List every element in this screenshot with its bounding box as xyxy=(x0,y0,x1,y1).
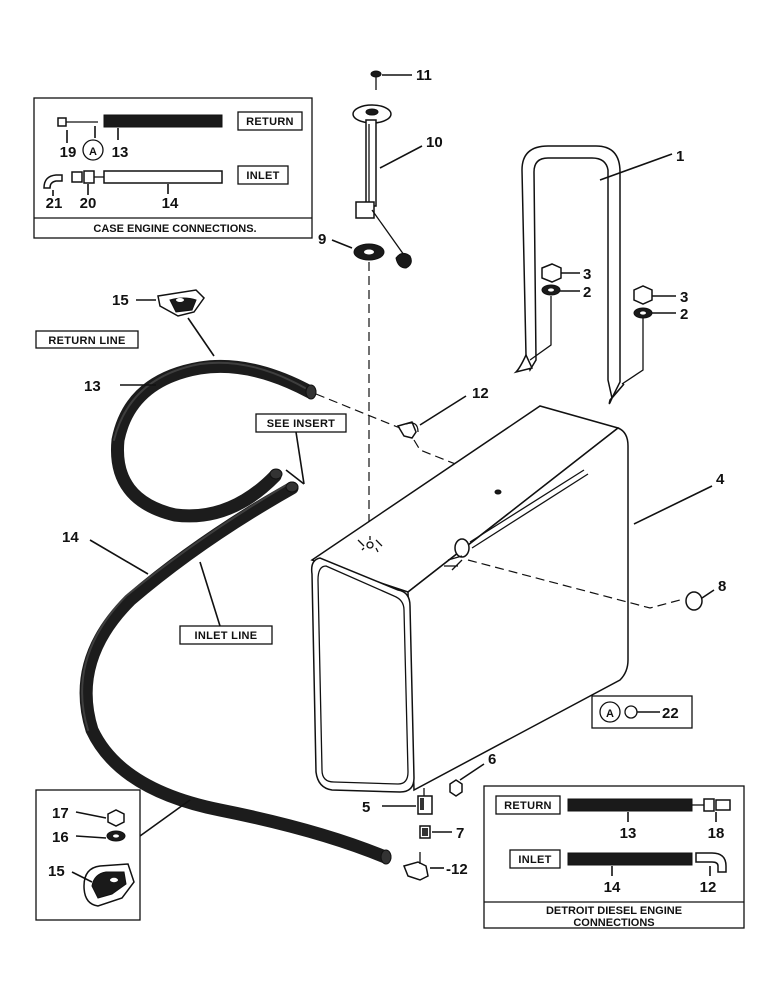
detroit-caption-line2: CONNECTIONS xyxy=(573,917,654,929)
callout-15-bottom: 15 xyxy=(48,863,65,880)
case-inlet-label: INLET xyxy=(246,170,279,182)
inlet-line-label: INLET LINE xyxy=(195,630,258,642)
callout-6: 6 xyxy=(488,751,496,768)
reference-circle-a xyxy=(82,139,104,161)
inlet-hose-14-detroit xyxy=(567,852,693,866)
fuel-tank-4: 4 xyxy=(310,405,725,793)
case-insert-caption: CASE ENGINE CONNECTIONS. xyxy=(93,223,256,235)
fuel-gauge-sending-unit: 11 9 10 xyxy=(318,67,443,269)
clamp-legend-a-22: A 22 xyxy=(591,695,693,729)
callout-19: 19 xyxy=(60,144,77,161)
callout-16: 16 xyxy=(52,829,69,846)
callout-20: 20 xyxy=(80,195,97,212)
callout-15-top: 15 xyxy=(112,292,129,309)
callout-9: 9 xyxy=(318,231,326,248)
washer-2-right: 2 xyxy=(633,306,688,323)
callout-5: 5 xyxy=(362,799,370,816)
callout-21: 21 xyxy=(46,195,63,212)
clamp-hardware-insert: 17 16 15 xyxy=(35,789,191,921)
elbow-fitting-12-top: 12 xyxy=(396,385,489,439)
plug-8: 8 xyxy=(685,578,726,611)
see-insert-label: SEE INSERT xyxy=(267,418,335,430)
washer-2-left: 2 xyxy=(541,284,591,301)
svg-text:A: A xyxy=(606,708,614,720)
callout-22: 22 xyxy=(662,705,679,722)
return-hose-13 xyxy=(110,359,317,523)
return-line-label: RETURN LINE xyxy=(48,335,125,347)
case-engine-insert: RETURN 19 A 13 INLET 21 20 14 CASE ENGIN… xyxy=(33,97,313,239)
callout-12-bottom: -12 xyxy=(446,861,468,878)
connector-18 xyxy=(692,798,731,812)
inlet-hose-14 xyxy=(79,481,392,865)
callout-17: 17 xyxy=(52,805,69,822)
return-fitting-19 xyxy=(57,117,98,127)
elbow-fitting-12-bottom: -12 xyxy=(402,852,468,881)
callout-1: 1 xyxy=(676,148,684,165)
callout-2-right: 2 xyxy=(680,306,688,323)
connector-20 xyxy=(71,170,104,184)
detroit-return-label: RETURN xyxy=(504,800,552,812)
elbow-12-detroit xyxy=(695,852,727,873)
callout-3-right: 3 xyxy=(680,289,688,306)
callout-12-detroit: 12 xyxy=(700,879,717,896)
callout-7: 7 xyxy=(456,825,464,842)
fitting-7: 7 xyxy=(419,825,464,842)
detroit-caption-line1: DETROIT DIESEL ENGINE xyxy=(546,905,682,917)
return-hose-13-insert xyxy=(103,114,223,128)
callout-18: 18 xyxy=(708,825,725,842)
case-return-label: RETURN xyxy=(246,116,294,128)
callout-10: 10 xyxy=(426,134,443,151)
nut-3-left: 3 xyxy=(541,263,591,283)
callout-14-detroit: 14 xyxy=(604,879,621,896)
nut-3-right: 3 xyxy=(633,285,688,306)
callout-14: 14 xyxy=(62,529,79,546)
hose-clamp-15-top: 15 xyxy=(112,289,215,357)
callout-4: 4 xyxy=(716,471,725,488)
callout-8: 8 xyxy=(718,578,726,595)
inlet-hose-14-insert xyxy=(103,170,223,184)
callout-13-detroit: 13 xyxy=(620,825,637,842)
tank-strap-1: 1 xyxy=(513,145,684,405)
callout-3-left: 3 xyxy=(583,266,591,283)
callout-11: 11 xyxy=(416,67,432,84)
detroit-diesel-insert: RETURN 13 18 INLET 14 12 DETROIT DIESEL … xyxy=(483,785,745,929)
callout-13-insert: 13 xyxy=(112,144,129,161)
callout-2-left: 2 xyxy=(583,284,591,301)
detroit-inlet-label: INLET xyxy=(518,854,551,866)
reference-letter-a: A xyxy=(89,146,97,158)
callout-14-insert: 14 xyxy=(162,195,179,212)
elbow-21 xyxy=(43,174,63,189)
callout-12-top: 12 xyxy=(472,385,489,402)
callout-13: 13 xyxy=(84,378,101,395)
return-hose-13-detroit xyxy=(567,798,693,812)
drain-plug-6: 6 xyxy=(449,751,496,797)
fitting-5: 5 xyxy=(362,788,433,816)
